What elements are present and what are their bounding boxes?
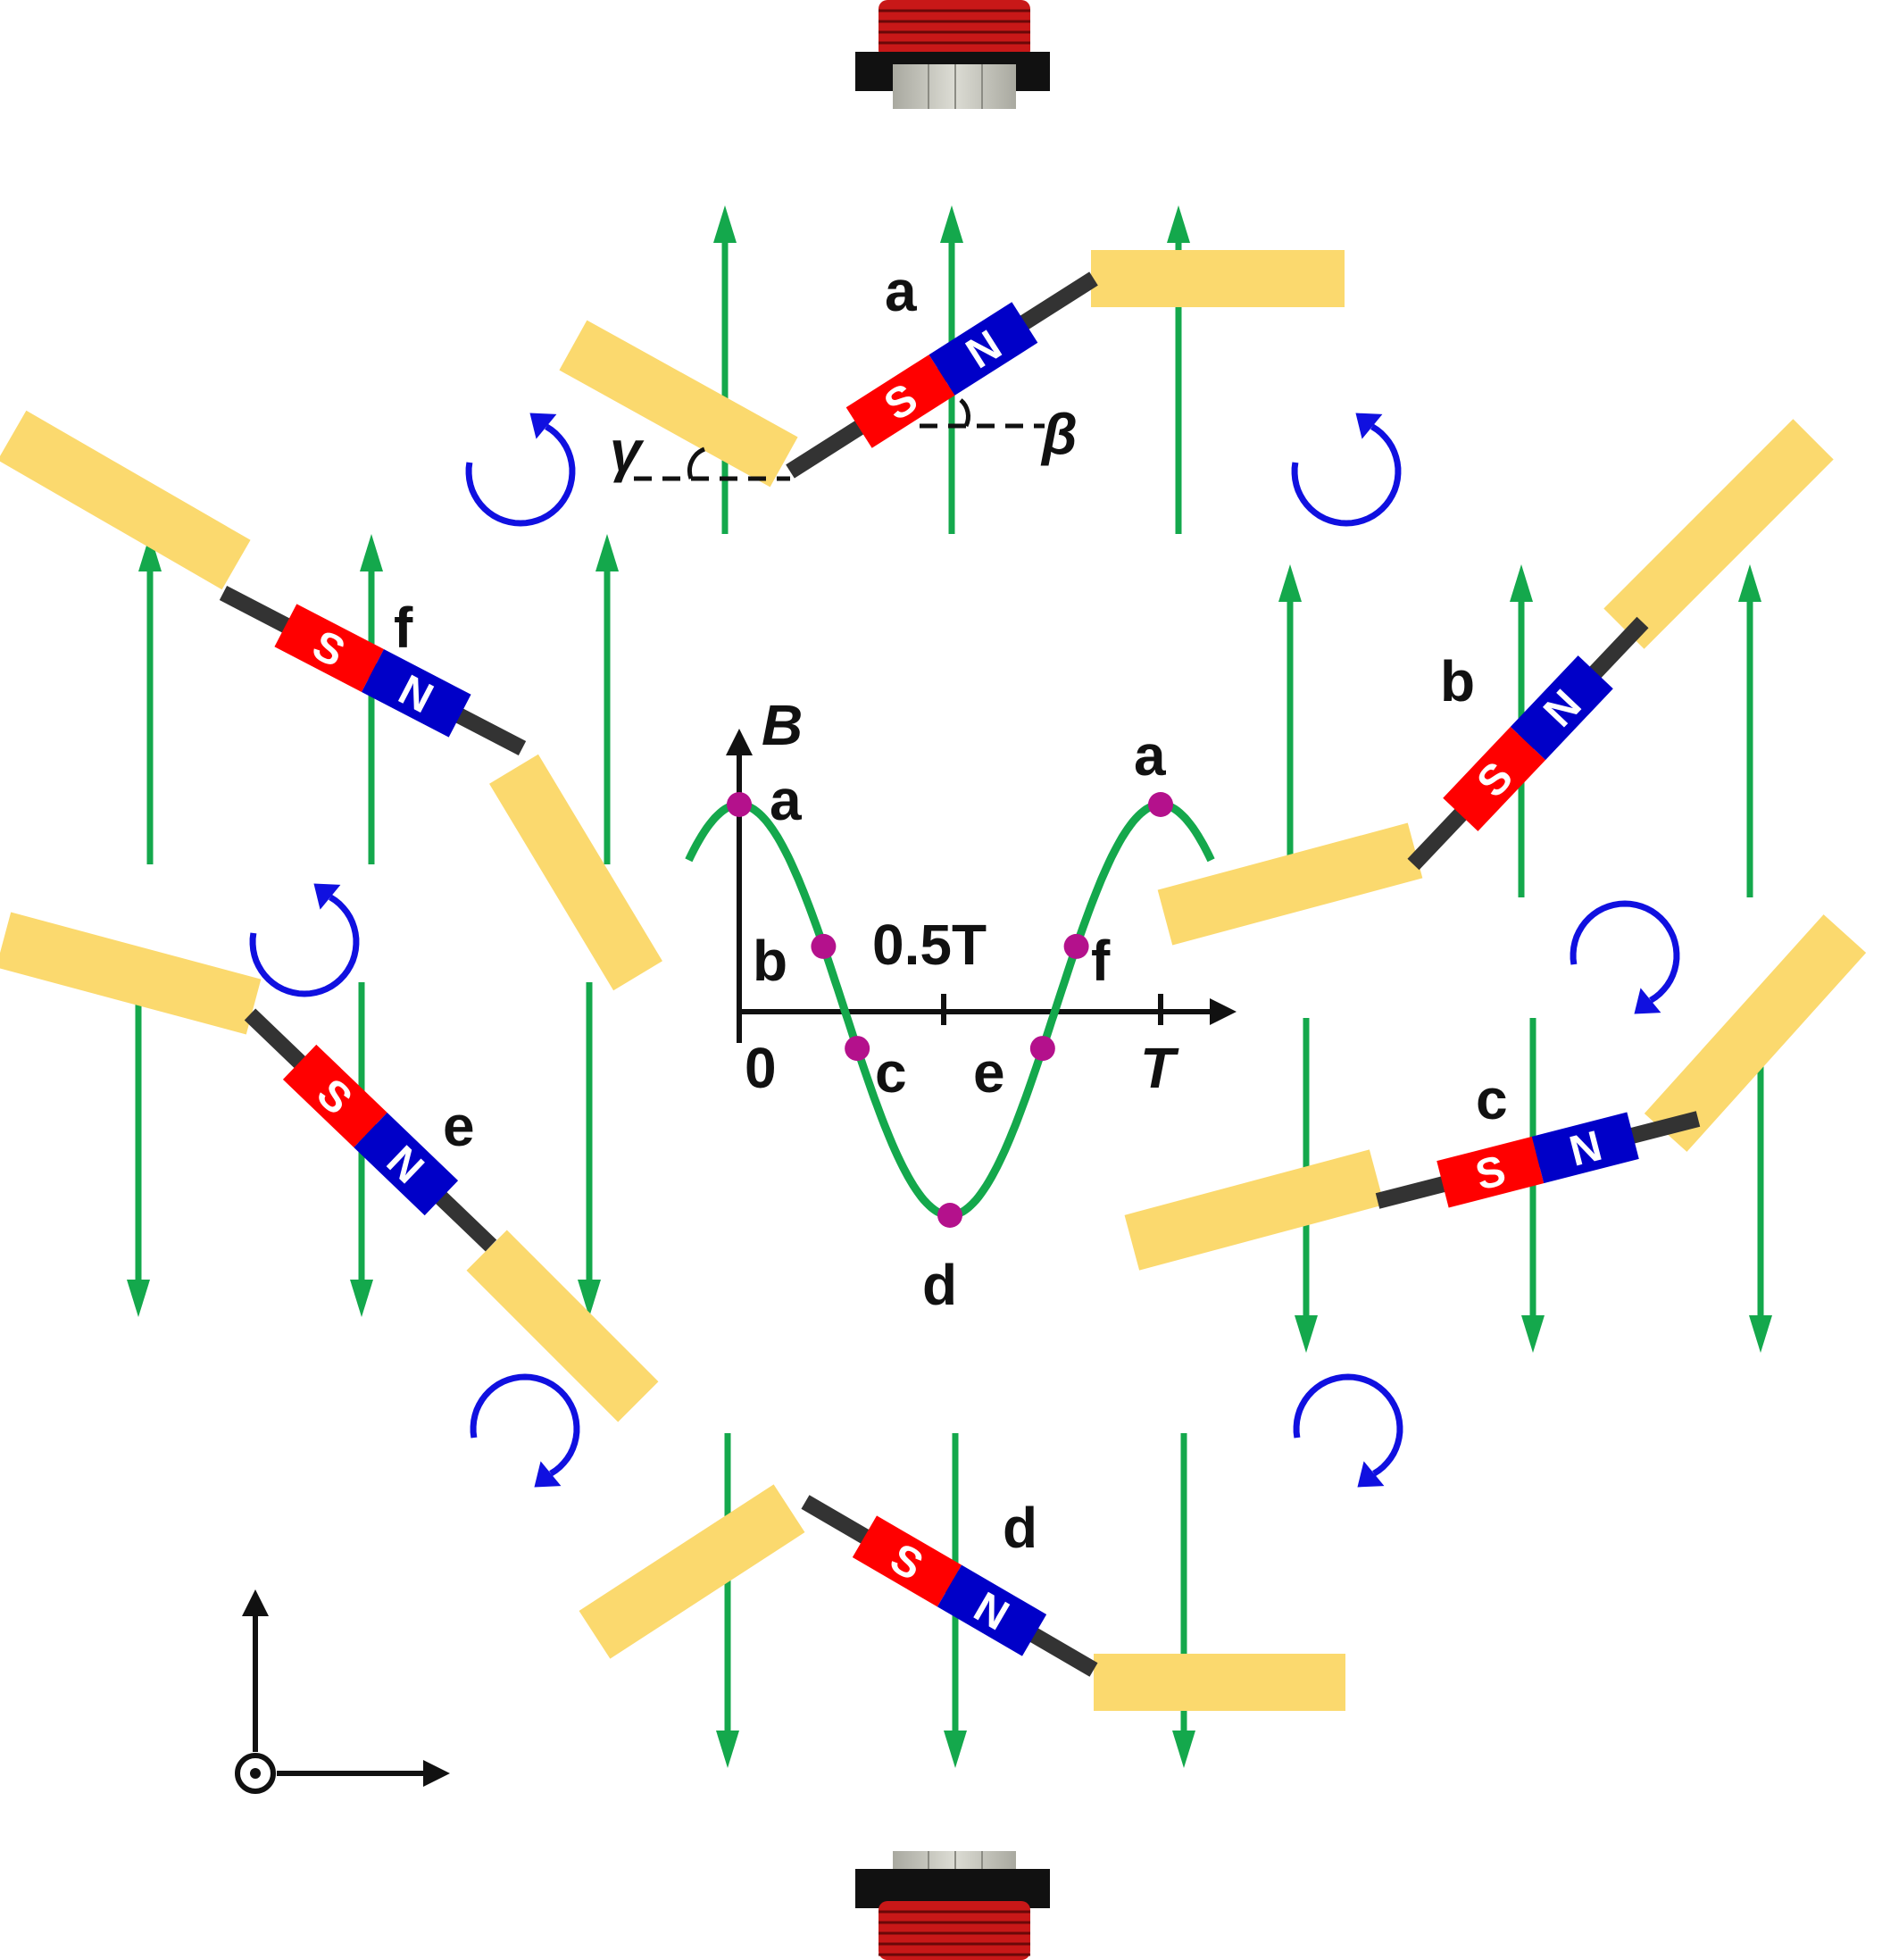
fin-e-2 [466, 1230, 659, 1422]
electromagnet-coil-top [855, 0, 1050, 109]
graph-marker-b-1 [811, 933, 837, 959]
fin-a-1 [559, 320, 798, 488]
axis-right-arrowhead [423, 1760, 450, 1787]
graph-marker-a-6 [1148, 792, 1173, 817]
graph-marker-a-0 [727, 792, 752, 817]
state-label-b: b [1440, 649, 1475, 713]
south-pole-f [274, 604, 384, 692]
graph-half-period-text: 0.5T [872, 913, 987, 977]
graph-marker-label-a-start: a [770, 768, 802, 832]
bar-magnet-e: SN [244, 1008, 497, 1252]
fin-e-1 [0, 912, 262, 1035]
field-arrow-a-1 [713, 205, 737, 534]
state-label-c: c [1476, 1067, 1508, 1131]
state-label-f: f [394, 596, 413, 660]
gamma-angle-label: γ [610, 419, 645, 483]
rotation-arrow-a-2 [1291, 413, 1402, 527]
graph-marker-label-c: c [875, 1040, 907, 1105]
fin-f-2 [489, 754, 662, 991]
graph-y-axis-arrowhead [726, 729, 753, 755]
axis-out-of-plane-dot [250, 1768, 261, 1779]
graph-marker-d-3 [937, 1203, 962, 1228]
graph-marker-e-4 [1029, 1036, 1055, 1062]
graph-marker-label-e: e [973, 1040, 1005, 1105]
graph-marker-label-b: b [753, 929, 787, 993]
graph-marker-label-d: d [922, 1253, 957, 1317]
gamma-angle-marker [634, 446, 790, 481]
bar-magnet-f: SN [219, 586, 527, 755]
graph-origin-label: 0 [745, 1036, 777, 1100]
rotor-b: SN [1157, 419, 1834, 946]
graph-marker-label-f: f [1091, 929, 1111, 993]
state-label-a: a [885, 259, 917, 323]
graph-x-axis-arrowhead [1210, 998, 1237, 1025]
south-pole-c [1436, 1136, 1545, 1208]
rotor-d: SN [579, 1484, 1345, 1711]
graph-y-axis-label: B [762, 693, 803, 757]
bar-magnet-d: SN [801, 1495, 1098, 1677]
north-pole-c [1531, 1112, 1639, 1184]
rotation-arrow-e-2 [249, 883, 360, 997]
field-arrow-f-3 [595, 534, 619, 864]
state-label-d: d [1003, 1496, 1037, 1560]
fin-f-1 [0, 410, 251, 590]
field-waveform-graph: B 0 0.5T T a b c d e f a [685, 693, 1237, 1317]
graph-marker-f-5 [1063, 933, 1089, 959]
fin-d-2 [1094, 1654, 1345, 1711]
rotation-arrow-d-1 [470, 1373, 580, 1488]
south-pole-e [282, 1044, 387, 1147]
south-pole-d [852, 1515, 962, 1607]
magnetic-field-arrows [127, 205, 1772, 1768]
graph-half-period-label: 0.5T [872, 913, 987, 977]
field-arrow-b-1 [1278, 564, 1302, 897]
field-arrow-f-2 [360, 534, 383, 864]
fin-d-1 [579, 1484, 805, 1659]
graph-markers [727, 792, 1173, 1228]
graph-marker-c-2 [845, 1036, 870, 1062]
fin-c-1 [1124, 1149, 1385, 1271]
fin-b-1 [1157, 822, 1423, 946]
graph-period-label: T [1140, 1036, 1179, 1100]
south-pole-b [1443, 726, 1546, 831]
rotor-f: SN [0, 410, 662, 991]
electromagnet-coil-bottom [855, 1851, 1050, 1960]
north-pole-d [937, 1564, 1047, 1656]
north-pole-f [362, 649, 471, 738]
north-pole-a [929, 302, 1038, 396]
field-arrow-d-3 [1172, 1433, 1195, 1768]
south-pole-a [845, 354, 955, 448]
field-arrow-f-1 [138, 534, 162, 864]
axis-up-arrowhead [242, 1589, 269, 1616]
beta-angle-marker [920, 398, 1045, 429]
fin-a-2 [1091, 250, 1345, 307]
rotor-e: SN [0, 912, 659, 1422]
rotation-arrow-c-1 [1293, 1373, 1403, 1488]
rotation-arrow-a-1 [465, 413, 576, 527]
rotor-a: SN [559, 250, 1345, 488]
graph-marker-label-a-end: a [1134, 723, 1166, 788]
bar-magnet-b: SN [1407, 616, 1649, 871]
fin-c-2 [1644, 914, 1867, 1152]
rotation-direction-arrows [249, 413, 1680, 1488]
rotation-arrow-b-2 [1570, 900, 1680, 1014]
beta-angle-label: β [1040, 402, 1078, 466]
field-arrow-d-1 [716, 1433, 739, 1768]
fin-b-2 [1603, 419, 1834, 649]
north-pole-e [354, 1113, 459, 1216]
north-pole-b [1510, 655, 1613, 761]
field-arrow-e-1 [127, 982, 150, 1317]
field-arrow-b-3 [1738, 564, 1761, 897]
coordinate-axes [235, 1589, 450, 1794]
field-arrow-e-3 [578, 982, 601, 1317]
state-label-e: e [443, 1094, 475, 1158]
